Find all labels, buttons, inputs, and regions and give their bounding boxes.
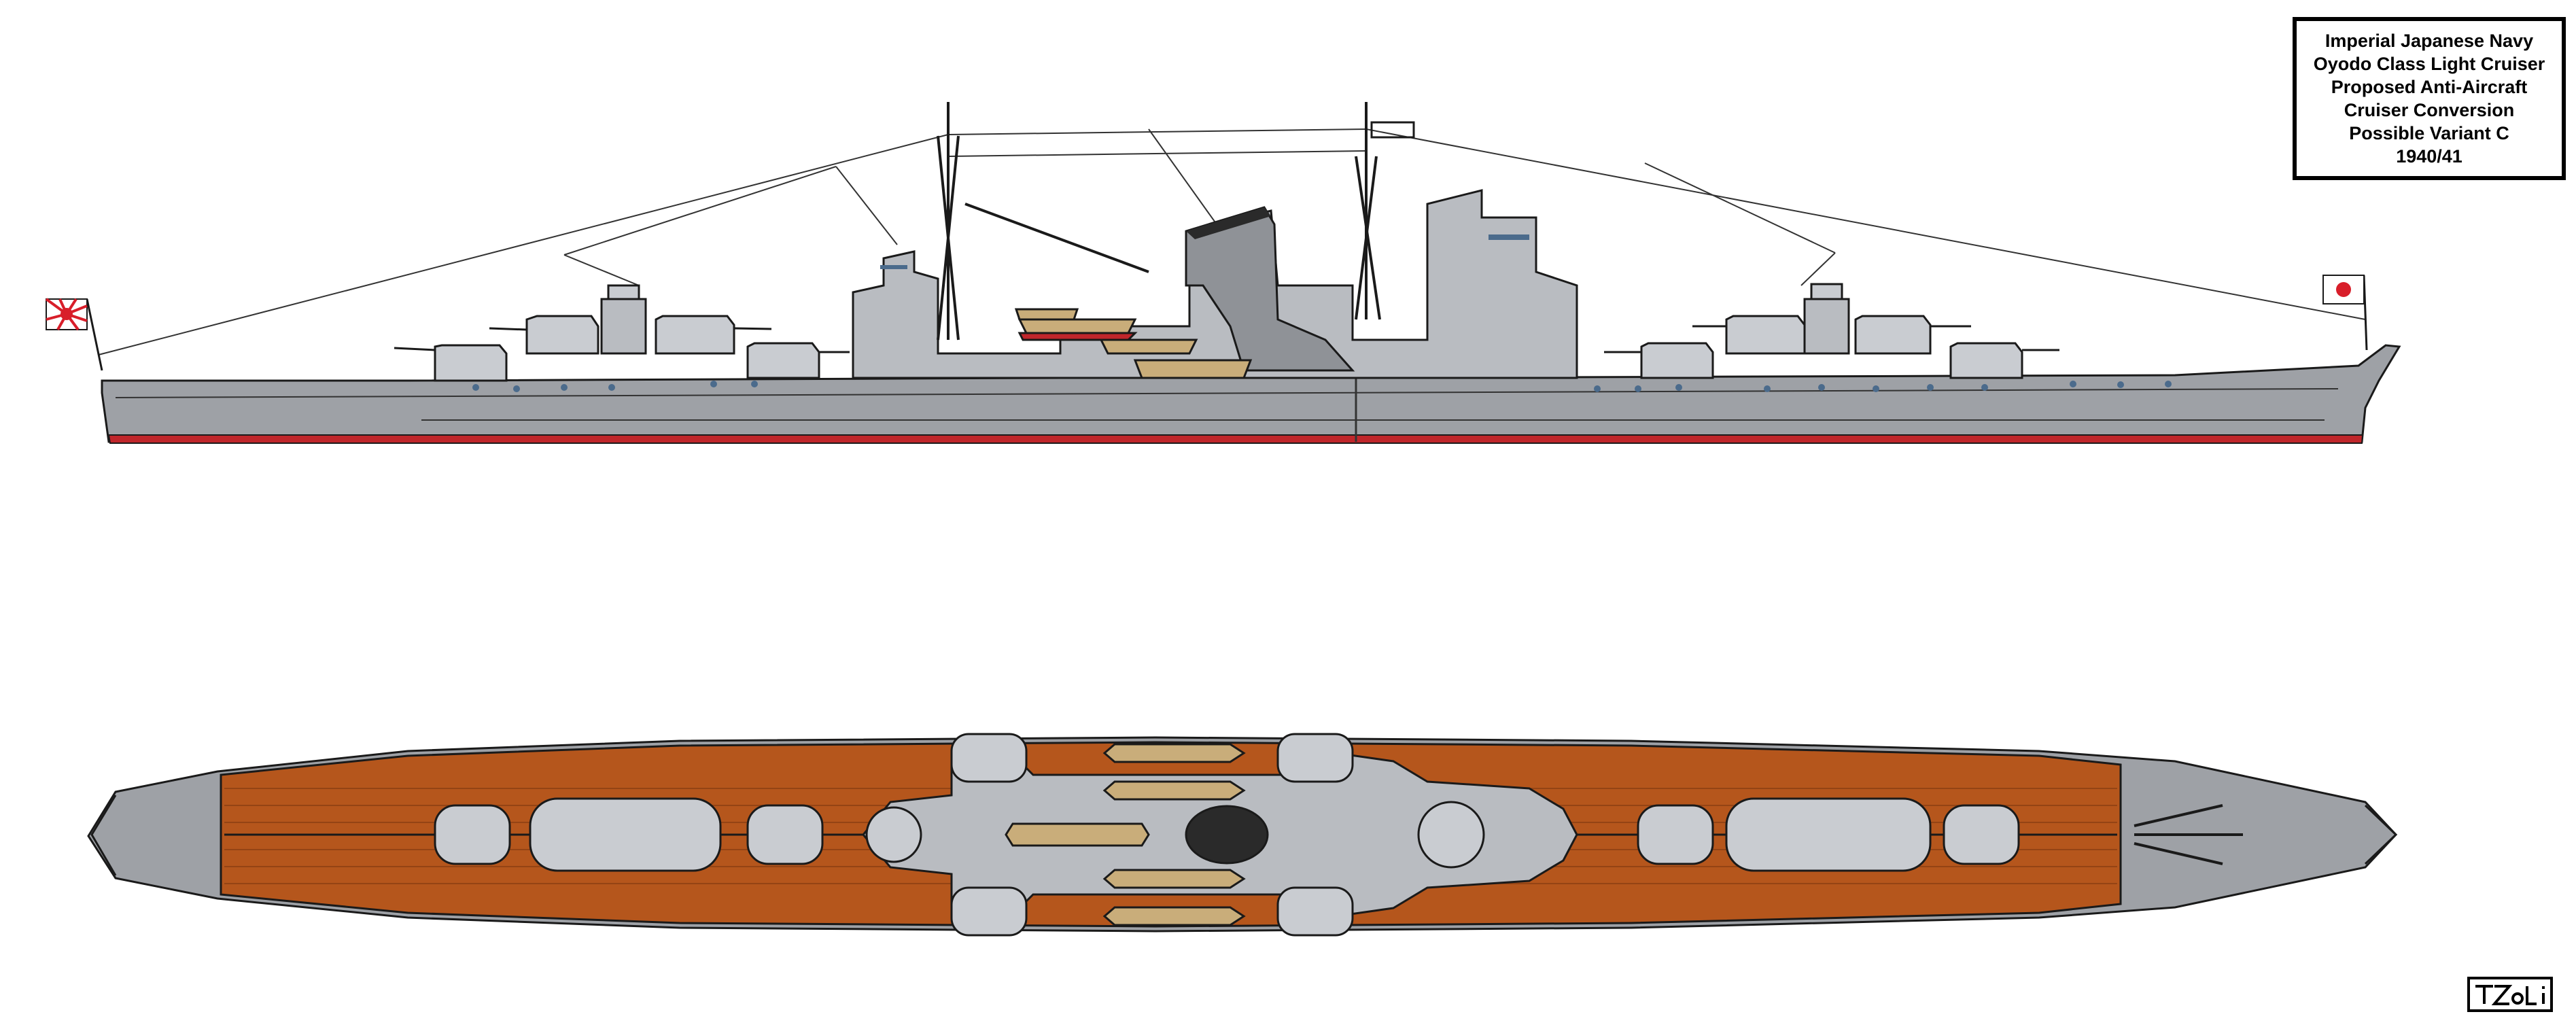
ensign-staff [86, 298, 103, 371]
title-line: 1940/41 [2396, 146, 2462, 167]
hull-line [115, 388, 2339, 398]
title-line: Proposed Anti-Aircraft [2331, 77, 2528, 97]
funnel [1185, 206, 1355, 372]
aft-turrets-side [394, 315, 850, 382]
stern-tip [90, 795, 117, 876]
bow-guns-plan [2134, 804, 2243, 865]
hinomaru-flag-icon [2322, 275, 2365, 304]
boats-plan [1005, 743, 1246, 926]
title-line: Oyodo Class Light Cruiser [2313, 54, 2545, 74]
funnel-cap [1186, 207, 1271, 239]
forward-turrets-side [1604, 315, 2059, 379]
bow-tip [2364, 804, 2398, 865]
signature-glyphs [2475, 985, 2545, 1005]
funnel-top [1185, 805, 1269, 865]
rigging-wires [98, 128, 2366, 355]
forward-director [1803, 298, 1850, 355]
top-plan [87, 733, 2398, 937]
portholes [472, 381, 2172, 392]
signature-logo [2467, 977, 2553, 1012]
plan-turrets [434, 733, 2020, 937]
waterline-stripe [107, 434, 2364, 444]
bridge-windows [880, 234, 1529, 269]
title-line: Imperial Japanese Navy [2325, 31, 2534, 51]
side-profile [45, 102, 2401, 444]
title-line: Possible Variant C [2349, 123, 2509, 143]
aft-director-top [607, 284, 640, 300]
boats-side [1014, 308, 1253, 379]
aft-director [600, 298, 647, 355]
radar-antenna [1370, 121, 1415, 139]
forward-director-top [1810, 283, 1843, 300]
title-line: Cruiser Conversion [2344, 100, 2515, 120]
masts [937, 102, 1381, 341]
title-block: Imperial Japanese Navy Oyodo Class Light… [2293, 17, 2566, 180]
rising-sun-flag-icon [45, 298, 88, 331]
